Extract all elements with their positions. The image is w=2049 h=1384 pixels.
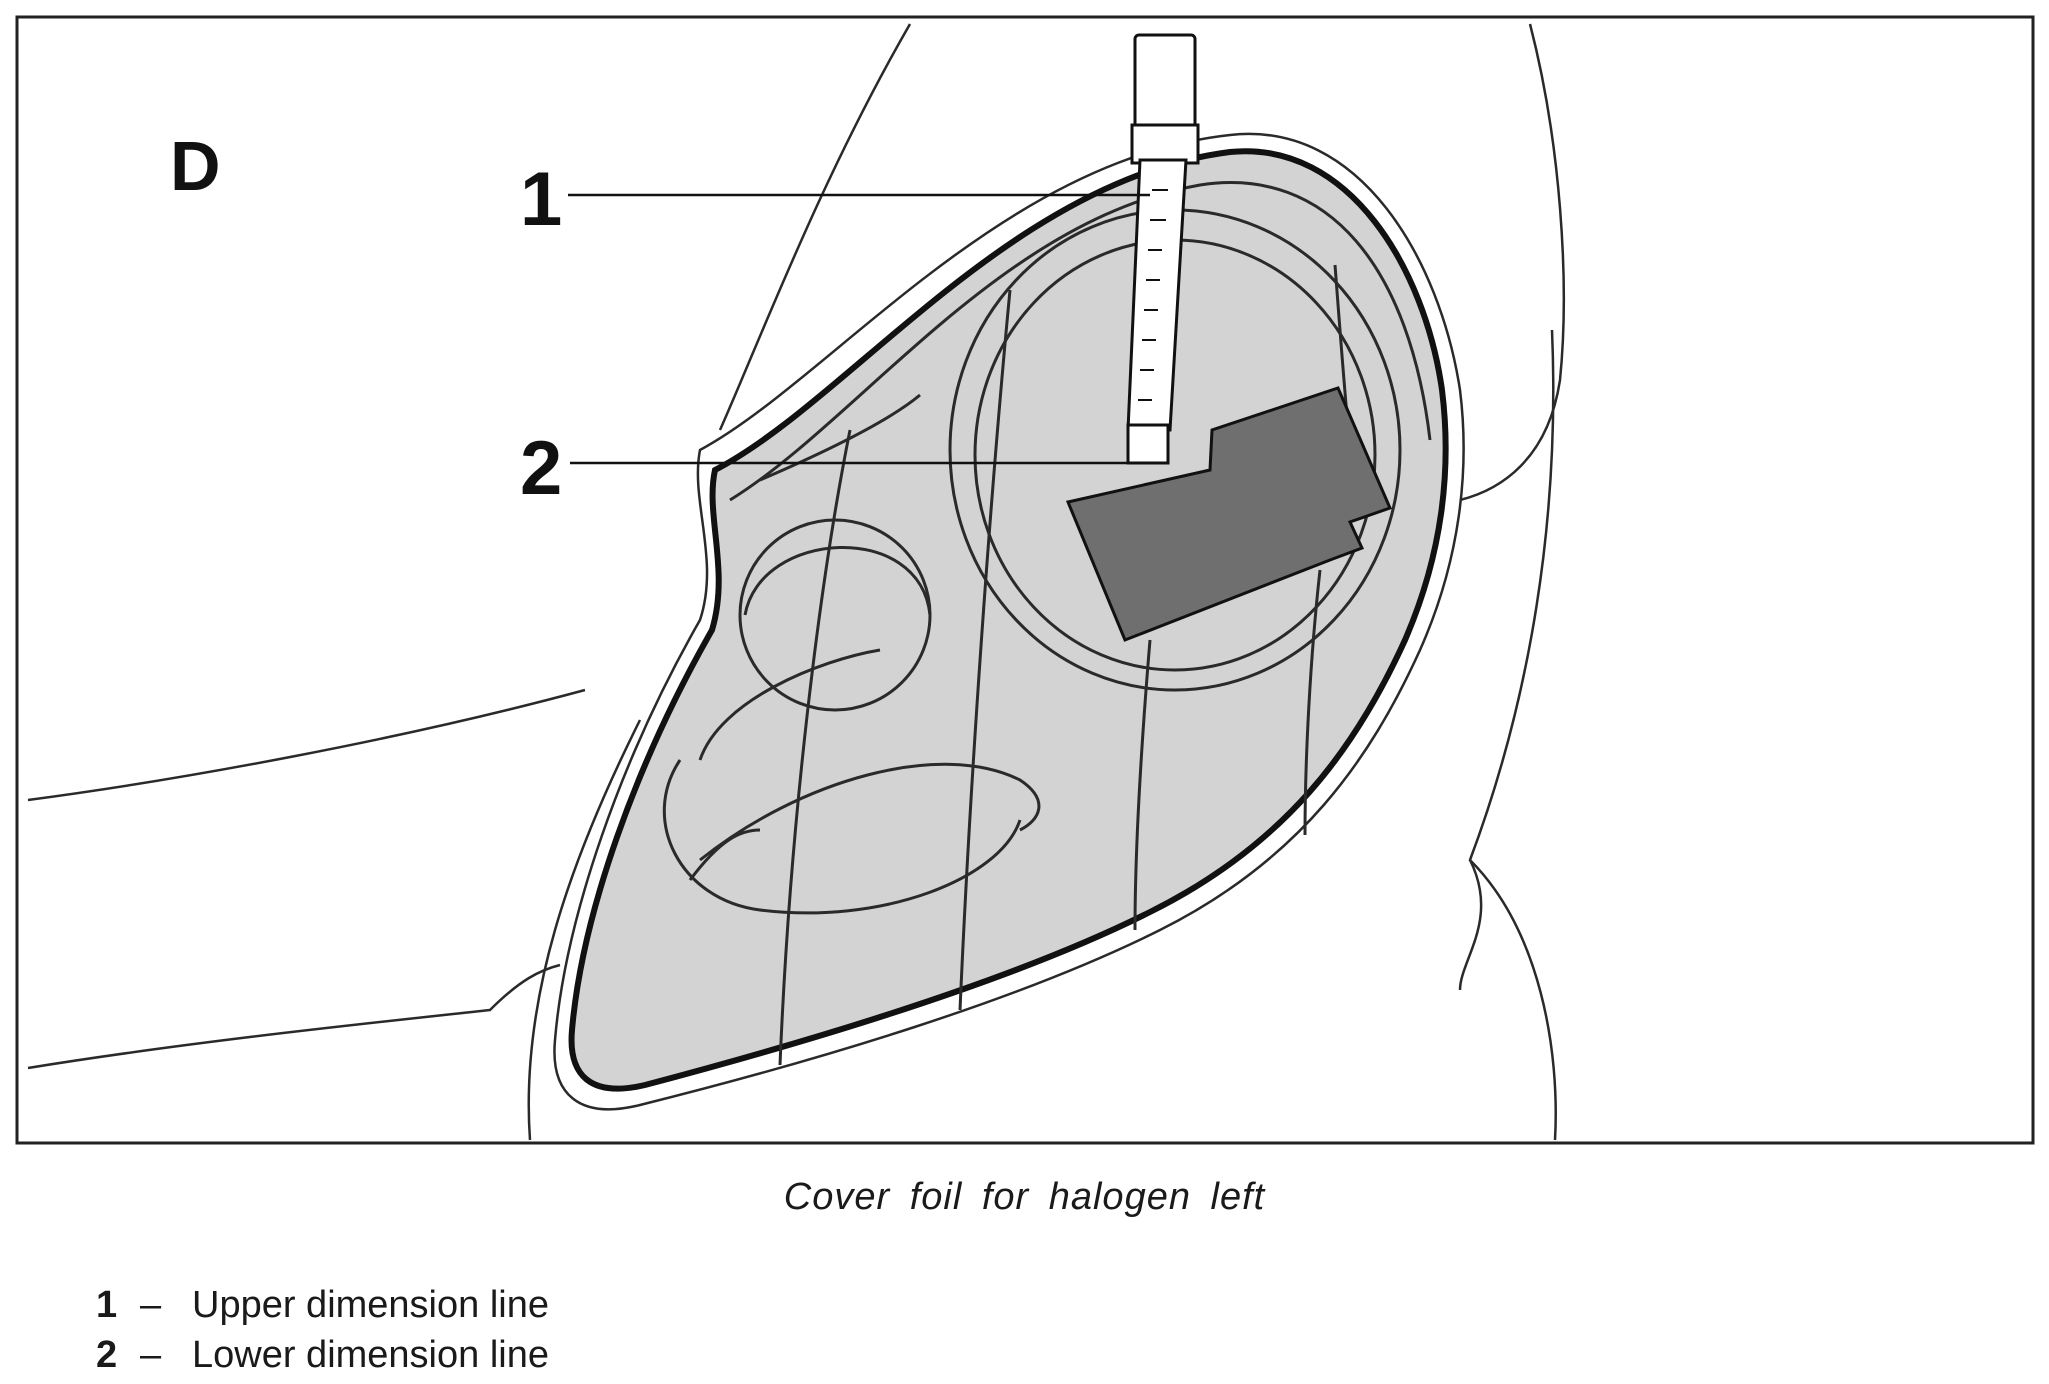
legend: 1 – Upper dimension line 2 – Lower dimen… (96, 1284, 996, 1384)
measuring-ruler (1126, 33, 1200, 465)
car-body-lines (27, 23, 1565, 1141)
callout-leaders (568, 193, 1150, 465)
legend-item-dash: – (140, 1334, 162, 1376)
callout-1-number: 1 (520, 157, 562, 242)
view-label: D (170, 127, 221, 205)
legend-item-number: 1 (96, 1284, 118, 1326)
legend-item-text: Lower dimension line (192, 1334, 549, 1376)
legend-item-text: Upper dimension line (192, 1284, 549, 1326)
headlight-outer-rim (553, 132, 1465, 1111)
legend-item: 2 – Lower dimension line (96, 1334, 996, 1384)
legend-item-number: 2 (96, 1334, 118, 1376)
cover-foil (1065, 386, 1393, 642)
figure-caption: Cover foil for halogen left (783, 1176, 1266, 1218)
legend-item: 1 – Upper dimension line (96, 1284, 996, 1334)
callout-2-number: 2 (520, 426, 562, 511)
headlight-lens (568, 148, 1449, 1092)
legend-item-dash: – (140, 1284, 162, 1326)
